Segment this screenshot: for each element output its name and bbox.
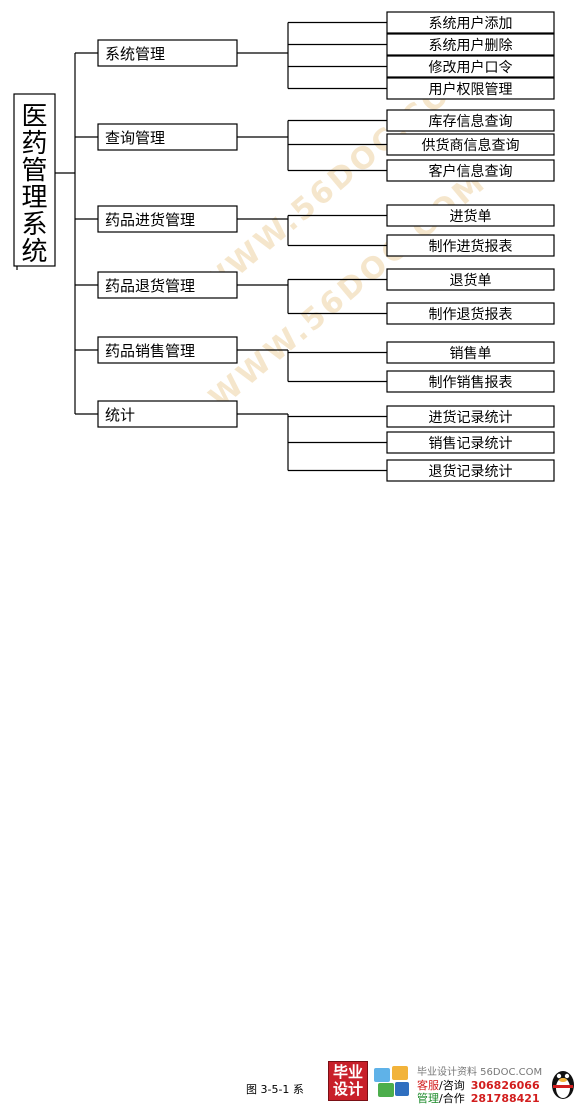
leaf-box: [386, 234, 555, 257]
leaf-box: [386, 341, 555, 364]
leaf-node: 制作退货报表: [386, 302, 555, 325]
leaf-box: [386, 431, 555, 454]
leaf-box: [386, 11, 555, 34]
figure-caption: 图 3-5-1 系: [246, 1083, 304, 1096]
logo-text: 毕业设计: [332, 1063, 363, 1098]
leaf-label: 制作退货报表: [429, 306, 513, 323]
leaf-node: 修改用户口令: [386, 55, 555, 78]
module-label: 系统管理: [105, 45, 165, 63]
cooperation-number: 281788421: [470, 1092, 540, 1105]
leaf-node: 制作进货报表: [386, 234, 555, 257]
site-text: 毕业设计资料 56DOC.COM: [417, 1067, 543, 1078]
root-label-char: 统: [21, 237, 47, 267]
root-label-char: 药: [21, 129, 47, 159]
leaf-node: 进货单: [386, 204, 555, 227]
leaf-node: 制作销售报表: [386, 370, 555, 393]
root-box: [13, 93, 56, 267]
leaf-label: 用户权限管理: [429, 81, 513, 98]
leaf-box: [386, 33, 555, 56]
leaf-box: [386, 302, 555, 325]
leaf-node: 退货记录统计: [386, 459, 555, 482]
leaf-box: [386, 204, 555, 227]
leaf-node: 退货单: [386, 268, 555, 291]
module-box: [97, 123, 238, 151]
leaf-node: 用户权限管理: [386, 77, 555, 100]
cooperation-label: /合作: [439, 1092, 465, 1105]
leaf-node: 进货记录统计: [386, 405, 555, 428]
leaf-node: 客户信息查询: [386, 159, 555, 182]
leaf-node: 销售单: [386, 341, 555, 364]
module-box: [97, 39, 238, 67]
leaf-label: 系统用户添加: [429, 15, 513, 32]
root-label-char: 管: [21, 156, 47, 186]
leaf-label: 进货记录统计: [429, 409, 513, 426]
leaf-box: [386, 459, 555, 482]
leaf-box: [386, 109, 555, 132]
leaf-label: 退货单: [450, 272, 492, 289]
graduation-design-logo: 毕业设计: [328, 1061, 368, 1101]
root-label-char: 系: [21, 210, 47, 240]
module-label: 统计: [105, 406, 135, 424]
leaf-label: 销售单: [450, 346, 492, 362]
leaf-label: 库存信息查询: [429, 113, 513, 130]
leaf-label: 制作销售报表: [429, 375, 513, 391]
leaf-label: 销售记录统计: [429, 436, 513, 452]
leaf-label: 客户信息查询: [429, 163, 513, 180]
leaf-label: 系统用户删除: [429, 37, 513, 54]
connector-lines: [55, 21, 387, 472]
leaf-box: [386, 405, 555, 428]
leaf-node: 销售记录统计: [386, 431, 555, 454]
module-label: 药品进货管理: [105, 211, 195, 229]
root-label-char: 理: [21, 183, 47, 213]
leaf-label: 退货记录统计: [429, 463, 513, 480]
cooperation-contact-row: 管理/合作 281788421: [417, 1090, 540, 1106]
module-box: [97, 271, 238, 299]
leaf-label: 进货单: [450, 208, 492, 225]
leaf-label: 制作进货报表: [429, 238, 513, 255]
leaf-box: [386, 77, 555, 100]
leaf-box: [386, 268, 555, 291]
leaf-box: [386, 370, 555, 393]
root-label-char: 医: [21, 102, 47, 132]
leaf-node: 系统用户删除: [386, 33, 555, 56]
leaf-box: [386, 133, 555, 156]
leaf-node: 库存信息查询: [386, 109, 555, 132]
leaf-node: 供货商信息查询: [386, 133, 555, 156]
module-label: 查询管理: [105, 129, 165, 147]
module-box: [97, 205, 238, 233]
module-box: [97, 336, 238, 364]
module-label: 药品销售管理: [105, 342, 195, 360]
leaf-box: [386, 159, 555, 182]
leaf-label: 修改用户口令: [429, 59, 513, 76]
module-box: [97, 400, 238, 428]
management-label: 管理: [417, 1092, 439, 1105]
module-label: 药品退货管理: [105, 277, 195, 295]
leaf-label: 供货商信息查询: [422, 137, 520, 154]
penguin-icon: [552, 1071, 574, 1099]
leaf-node: 系统用户添加: [386, 11, 555, 34]
leaf-box: [386, 55, 555, 78]
puzzle-icon: [374, 1066, 409, 1097]
